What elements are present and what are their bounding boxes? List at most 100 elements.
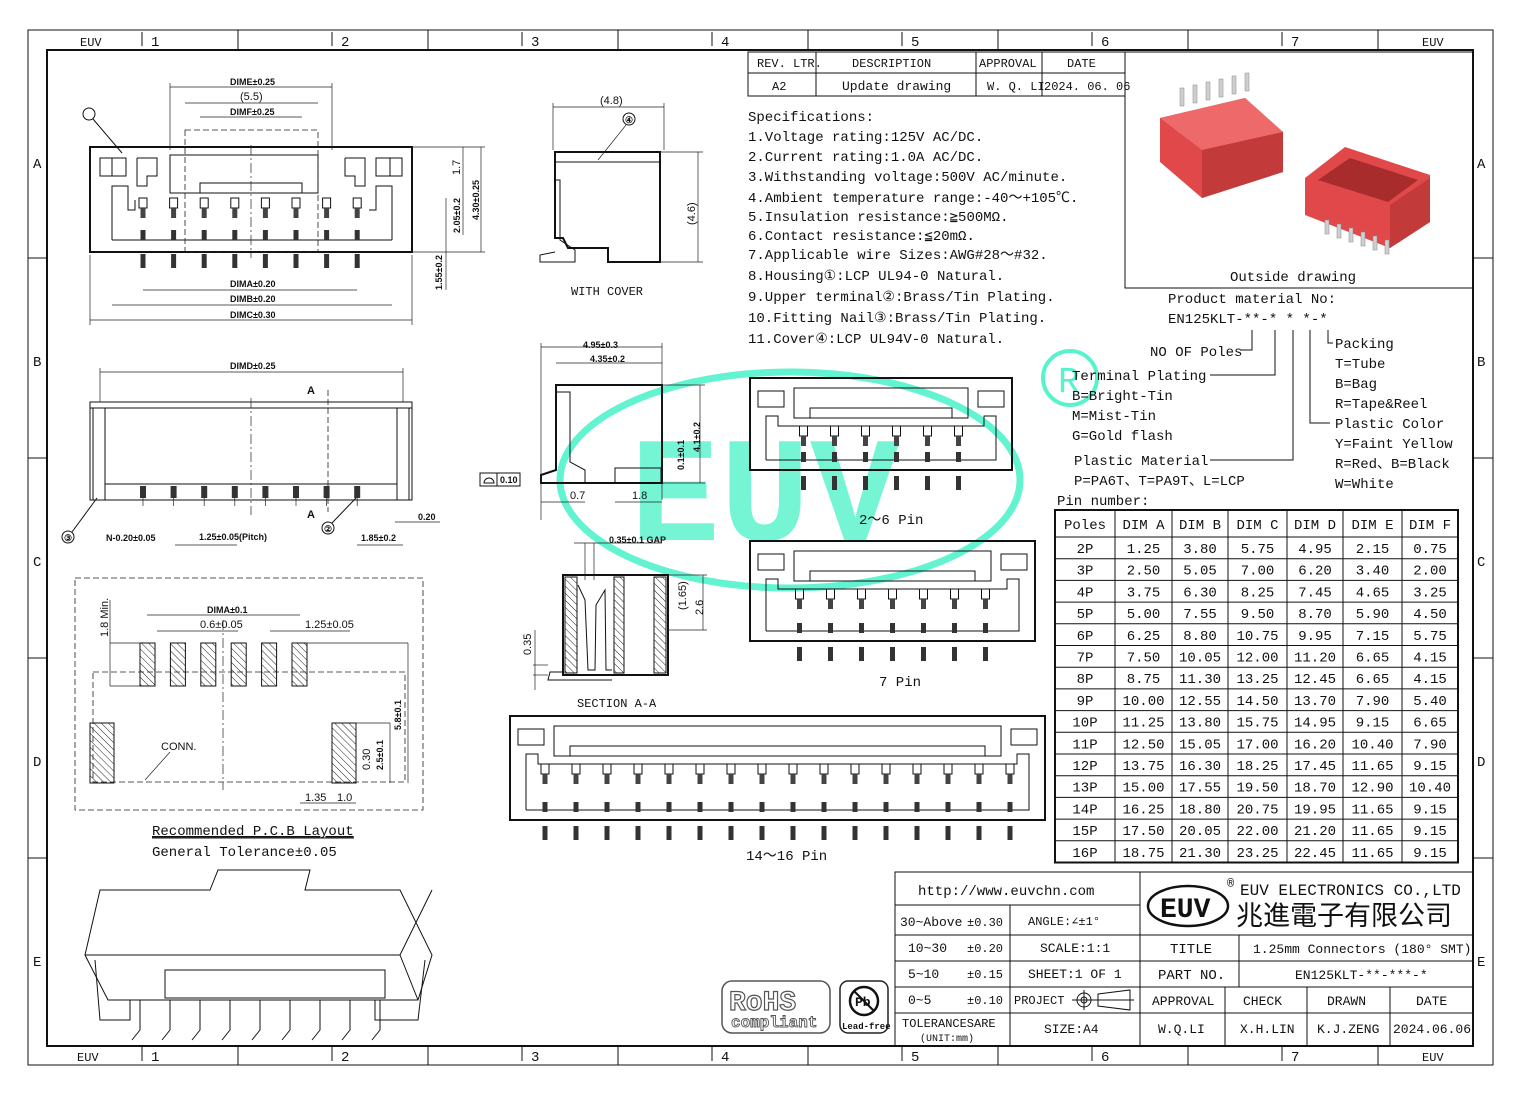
rev-header-approval: APPROVAL <box>979 57 1037 71</box>
table-cell: 13.80 <box>1179 716 1221 732</box>
table-cell: 7.90 <box>1413 737 1447 753</box>
tolerance-value: ±0.15 <box>967 968 1003 982</box>
flatness-value: 0.10 <box>500 475 518 485</box>
table-cell: 9.15 <box>1413 846 1447 862</box>
table-cell: 1.25 <box>1127 542 1161 558</box>
zone-row-label: B <box>1477 355 1485 371</box>
lead-free-logo: Pb Lead-free <box>839 980 891 1034</box>
table-cell: 12.45 <box>1294 672 1336 688</box>
table-cell: 12.50 <box>1122 737 1164 753</box>
table-cell: 9.15 <box>1413 802 1447 818</box>
zone-col-label: 7 <box>1291 1050 1299 1066</box>
view-label-2-6-pin: 2～6 Pin <box>859 513 923 529</box>
terminal-pin <box>850 763 860 840</box>
terminal-pin <box>262 486 269 506</box>
table-cell: 11.65 <box>1351 759 1393 775</box>
packing-option: T=Tube <box>1335 357 1385 373</box>
plastic-material-option: P=PA6T、T=PA9T、L=LCP <box>1074 474 1245 490</box>
terminal-pin <box>169 197 179 268</box>
photo-pin <box>1360 231 1366 247</box>
dim-gap: 0.35±0.1 GAP <box>609 535 666 545</box>
table-cell: 12.55 <box>1179 694 1221 710</box>
view-7-pin <box>749 540 1036 661</box>
table-cell: 6.65 <box>1356 672 1390 688</box>
zone-row-label: E <box>1477 955 1485 971</box>
watermark-registered-icon <box>1041 349 1099 407</box>
table-header: DIM A <box>1122 518 1165 534</box>
dim-d: DIMD±0.25 <box>230 361 275 371</box>
zone-row-label: C <box>33 555 41 571</box>
iso-pin <box>251 1000 261 1041</box>
rev-header-ltr: REV. LTR. <box>757 57 822 71</box>
table-cell: 9P <box>1077 694 1094 710</box>
terminal-pin <box>140 486 146 506</box>
dim-b: DIMB±0.20 <box>230 294 275 304</box>
view-14-16-pin <box>509 715 1046 840</box>
rev-date: 2024. 06. 06 <box>1044 80 1130 94</box>
pcb-signal-pad <box>230 642 247 687</box>
dim-side-4-35: 4.35±0.2 <box>590 354 625 364</box>
table-cell: 5P <box>1077 607 1094 623</box>
photo-pin <box>1244 72 1250 92</box>
table-cell: 5.75 <box>1241 542 1275 558</box>
photo-pin <box>1336 223 1342 239</box>
photo-pin <box>1348 227 1354 243</box>
table-cell: 7.45 <box>1298 585 1332 601</box>
photo-pin <box>1231 75 1237 95</box>
plastic-color-title: Plastic Color <box>1335 417 1444 433</box>
packing-title: Packing <box>1335 337 1394 353</box>
third-angle-projection-icon <box>1072 989 1134 1011</box>
terminal-pin <box>830 425 839 490</box>
table-cell: 12.00 <box>1236 651 1278 667</box>
dim-height-4-30: 4.30±0.25 <box>471 180 481 220</box>
table-cell: 9.95 <box>1298 629 1332 645</box>
rohs-text: RoHS <box>729 988 796 1019</box>
table-cell: 3.75 <box>1127 585 1161 601</box>
spec-item: 7.Applicable wire Sizes:AWG#28～#32. <box>748 248 1048 264</box>
callout-3-icon <box>61 530 75 544</box>
table-cell: 4P <box>1077 585 1094 601</box>
corner-label-bl: EUV <box>77 1051 99 1065</box>
table-cell: 7P <box>1077 651 1094 667</box>
terminal-pin <box>923 425 932 490</box>
corner-label-tl: EUV <box>80 36 102 50</box>
company-url[interactable]: http://www.euvchn.com <box>918 884 1094 900</box>
zone-col-label: 2 <box>341 1050 349 1066</box>
terminal-pin <box>974 763 984 840</box>
terminal-plating-title: Terminal Plating <box>1072 369 1206 385</box>
flatness-symbol-icon <box>479 472 521 487</box>
terminal-pin <box>788 763 798 840</box>
table-cell: 3.40 <box>1356 564 1390 580</box>
table-cell: 12P <box>1072 759 1097 775</box>
pcb-dim-a: DIMA±0.1 <box>207 605 247 615</box>
dim-e: DIME±0.25 <box>230 77 275 87</box>
table-cell: 6P <box>1077 629 1094 645</box>
dim-height-1-7: 1.7 <box>451 160 463 175</box>
table-cell: 10.40 <box>1409 781 1451 797</box>
table-cell: 13.75 <box>1122 759 1164 775</box>
table-cell: 10.40 <box>1351 737 1393 753</box>
table-cell: 17.55 <box>1179 781 1221 797</box>
terminal-pin <box>857 588 866 661</box>
photo-pin <box>1218 78 1224 98</box>
pcb-layout: DIMA±0.1 0.6±0.05 1.25±0.05 1.8 Min. 5.8… <box>74 577 424 861</box>
table-cell: 11.25 <box>1122 716 1164 732</box>
table-cell: 11.65 <box>1351 846 1393 862</box>
part-no-value: EN125KLT-**-***-* <box>1295 968 1428 983</box>
general-tolerance: General Tolerance±0.05 <box>152 845 337 861</box>
table-cell: 11.65 <box>1351 802 1393 818</box>
tolerance-value: ±0.30 <box>967 916 1003 930</box>
pcb-signal-pad <box>200 642 217 687</box>
projection-label: PROJECT <box>1014 994 1064 1008</box>
callout-4-icon <box>622 112 636 126</box>
tolerance-range: 30~Above <box>900 915 962 930</box>
date-value: 2024.06.06 <box>1393 1022 1471 1037</box>
tolerance-value: ±0.20 <box>967 942 1003 956</box>
terminal-pin <box>919 588 928 661</box>
scale: SCALE:1:1 <box>1040 941 1110 956</box>
